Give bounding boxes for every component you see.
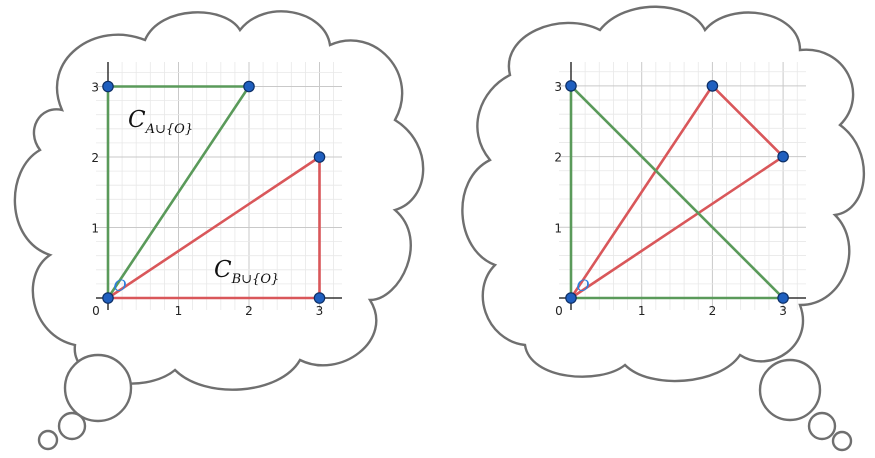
- left-tick-labels: 0 1 2 3 1 2 3: [91, 81, 323, 319]
- left-point: [102, 292, 114, 304]
- left-point: [313, 151, 326, 163]
- right-origin-marker: O: [576, 276, 589, 295]
- right-thought-cloud: [461, 5, 865, 452]
- left-thought-bubble-large: [63, 353, 133, 423]
- left-point: [313, 292, 326, 304]
- left-origin-marker: O: [113, 276, 126, 295]
- right-triangles: [569, 84, 785, 300]
- left-point: [102, 80, 114, 93]
- left-label-c-b: CB∪{O}: [214, 257, 279, 287]
- right-x-tick-label: 0: [555, 304, 563, 318]
- right-x-tick-label: 1: [638, 304, 646, 318]
- left-x-tick-label: 0: [92, 304, 100, 318]
- right-y-tick-label: 1: [554, 221, 562, 235]
- right-origin-label: O: [576, 276, 589, 295]
- right-x-tick-label: 3: [779, 304, 787, 318]
- right-grid: [559, 62, 806, 310]
- left-thought-bubble-small: [37, 429, 59, 451]
- left-label-c-b-sub: B∪{O}: [231, 272, 280, 287]
- left-cloud-outline: [13, 10, 425, 391]
- right-tick-labels: 0 1 2 3 1 2 3: [554, 80, 787, 318]
- right-thought-bubble-medium: [807, 411, 837, 441]
- right-y-tick-label: 3: [554, 80, 562, 94]
- right-point: [706, 80, 719, 92]
- left-label-c-a: CA∪{O}: [128, 107, 193, 137]
- left-label-c-a-base: C: [128, 107, 146, 133]
- right-thought-bubble-large: [758, 358, 822, 422]
- right-points: [565, 80, 789, 304]
- left-y-tick-label: 2: [91, 151, 99, 165]
- right-point: [777, 150, 789, 163]
- right-red-triangle: [569, 84, 785, 300]
- right-y-tick-label: 2: [554, 151, 562, 165]
- left-red-triangle: [106, 155, 321, 300]
- right-coordinate-plot: 0 1 2 3 1 2 3 O: [554, 62, 806, 318]
- left-green-triangle: [106, 85, 251, 300]
- right-point: [565, 80, 577, 92]
- right-green-triangle: [569, 84, 785, 300]
- left-thought-cloud: [13, 10, 425, 451]
- left-triangles: [106, 85, 321, 300]
- left-x-tick-label: 3: [316, 304, 324, 318]
- right-thought-bubble-small: [831, 430, 853, 452]
- right-point: [777, 292, 789, 304]
- left-x-tick-label: 2: [245, 304, 253, 318]
- left-y-tick-label: 1: [91, 222, 99, 236]
- left-point: [243, 80, 255, 93]
- right-point: [565, 292, 577, 304]
- left-points: [102, 80, 326, 304]
- left-y-tick-label: 3: [91, 81, 99, 95]
- left-label-c-a-sub: A∪{O}: [145, 122, 193, 137]
- left-origin-label: O: [113, 276, 126, 295]
- left-label-c-b-base: C: [214, 257, 232, 283]
- right-cloud-outline: [461, 5, 865, 383]
- left-x-tick-label: 1: [175, 304, 183, 318]
- left-thought-bubble-medium: [57, 411, 87, 441]
- right-x-tick-label: 2: [709, 304, 717, 318]
